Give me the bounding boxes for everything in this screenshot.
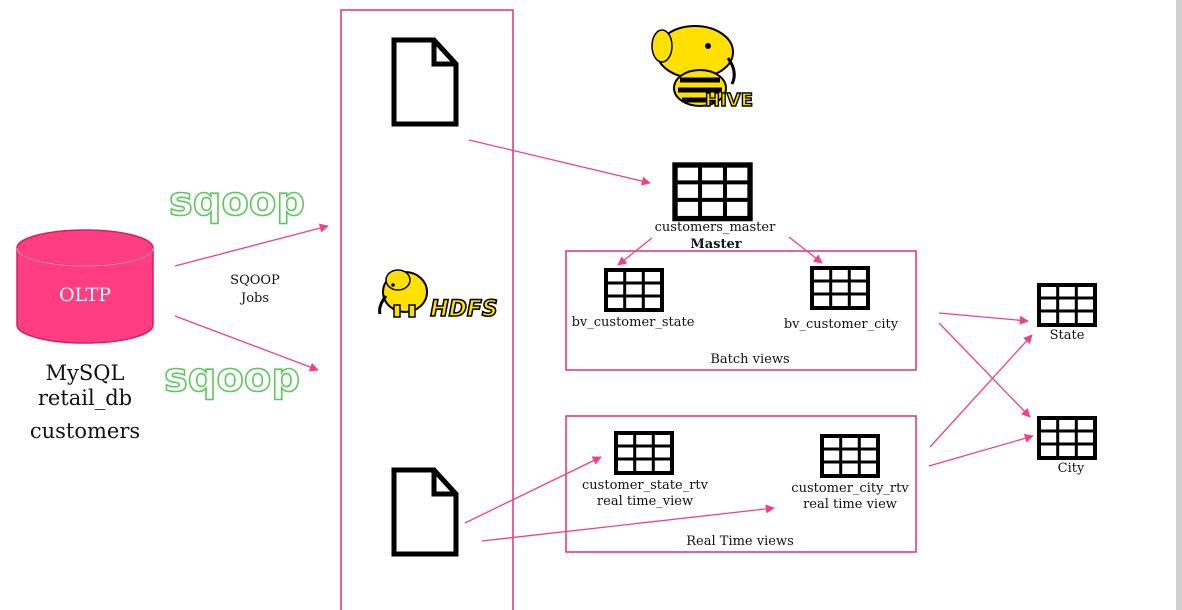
svg-text:sqoop: sqoop: [164, 355, 300, 401]
hdfs-file-icon-top: [394, 40, 456, 124]
batch-city-table-icon: [810, 266, 870, 310]
hive-logo-text: HIVE: [705, 90, 753, 111]
arrow-rtv-to-state: [929, 334, 1033, 448]
svg-text:sqoop: sqoop: [169, 179, 305, 225]
hdfs-file-icon-bottom: [394, 470, 456, 554]
arrow-master-to-bv-state: [617, 237, 653, 266]
arrow-file-to-master: [468, 139, 651, 186]
master-table-icon: [675, 165, 750, 219]
output-state-label: State: [1049, 328, 1085, 343]
arrow-file-to-rtv-state: [464, 456, 602, 524]
source-line-3: customers: [29, 419, 141, 443]
arrow-oltp-to-hdfs-top: [174, 223, 329, 267]
connector-arrows: [174, 139, 1034, 542]
rtv-city-table-icon: [820, 434, 880, 478]
rtv-state-name: customer_state_rtv: [582, 478, 708, 493]
bv-state-label: bv_customer_state: [571, 315, 695, 330]
hive-elephant-icon: [651, 25, 736, 107]
output-city-label: City: [1057, 461, 1085, 476]
sqoop-jobs-line-1: SQOOP: [230, 273, 280, 288]
oltp-label: OLTP: [58, 284, 112, 306]
realtime-views-box: [565, 415, 917, 553]
batch-views-box: [565, 250, 917, 371]
arrow-bv-to-city: [938, 322, 1031, 418]
master-label: Master: [690, 237, 742, 252]
arrow-oltp-to-hdfs-bottom: [174, 315, 319, 372]
source-line-1: MySQL: [45, 361, 125, 385]
batch-state-table-icon: [604, 268, 664, 312]
rtv-city-name: customer_city_rtv: [791, 481, 909, 496]
output-city-table-icon: [1037, 416, 1097, 460]
window-edge: [1176, 0, 1182, 610]
output-state-table-icon: [1037, 283, 1097, 327]
arrow-master-to-bv-city: [788, 236, 823, 264]
sqoop-logo-bottom: sqoop: [163, 354, 301, 402]
batch-views-title: Batch views: [710, 352, 790, 367]
realtime-views-title: Real Time views: [686, 534, 794, 549]
master-table-name: customers_master: [654, 220, 776, 235]
rtv-city-sub: real time view: [803, 497, 897, 512]
arrow-bv-to-state: [938, 312, 1029, 325]
arrow-file-to-rtv-city: [481, 504, 775, 542]
bv-city-label: bv_customer_city: [783, 317, 899, 332]
rtv-state-sub: real time_view: [596, 494, 694, 509]
rtv-state-table-icon: [614, 431, 674, 475]
hdfs-logo-text: HDFS: [430, 297, 498, 322]
sqoop-jobs-line-2: Jobs: [240, 291, 270, 306]
database-icon: [16, 229, 154, 344]
hdfs-elephant-icon: [378, 269, 428, 318]
arrow-rtv-to-city: [928, 433, 1034, 467]
source-line-2: retail_db: [37, 386, 133, 410]
sqoop-logo-top: sqoop: [168, 178, 306, 226]
hadoop-column: [340, 9, 514, 610]
